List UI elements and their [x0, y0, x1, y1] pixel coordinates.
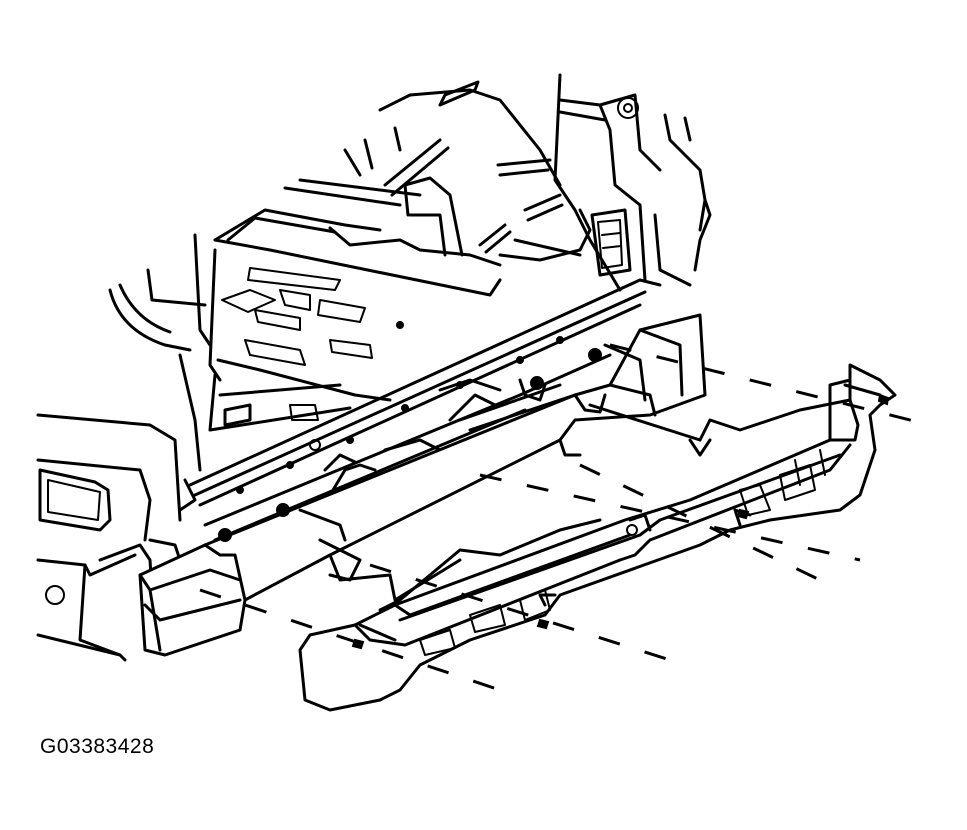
- rear-bumper-fascia: [298, 363, 897, 712]
- fastener-icon: [536, 618, 550, 630]
- alignment-line-4: [199, 588, 501, 692]
- energy-absorber: [138, 313, 707, 657]
- figure-code-label: G03383428: [40, 735, 155, 758]
- rear-opening-structure: [343, 80, 592, 262]
- alignment-line-2: [479, 473, 861, 562]
- fastener-icon: [351, 638, 365, 650]
- fastener-icon: [877, 393, 890, 406]
- cargo-floor: [208, 178, 502, 432]
- fastener-icon: [736, 508, 750, 520]
- left-quarter-panel: [36, 413, 182, 662]
- alignment-line-1: [609, 343, 931, 427]
- right-pillar: [553, 73, 712, 292]
- alignment-lines: [199, 343, 931, 692]
- left-pillar: [108, 233, 212, 562]
- alignment-line-5: [369, 563, 671, 662]
- fasteners: [351, 393, 890, 650]
- rear-sill-crossmember: [178, 278, 662, 542]
